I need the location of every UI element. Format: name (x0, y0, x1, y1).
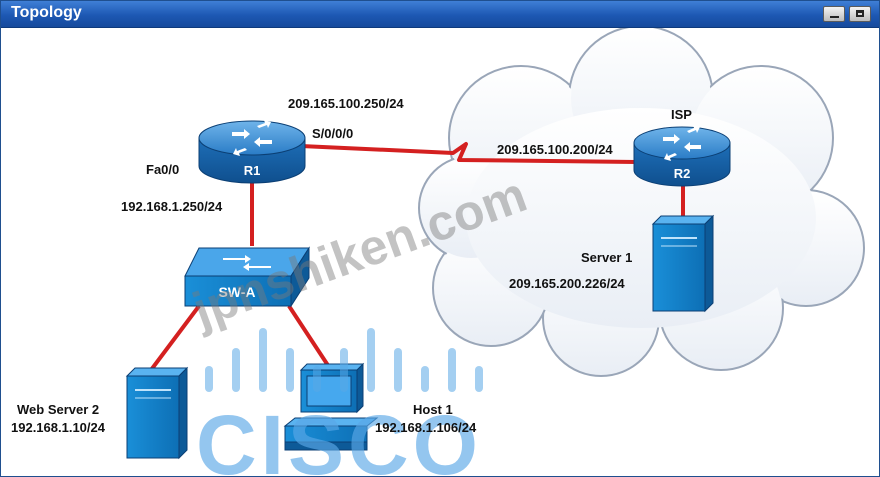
switch-icon (184, 246, 310, 308)
topology-canvas: R1 R2 (1, 28, 879, 476)
minimize-icon (830, 16, 839, 18)
minimize-button[interactable] (823, 6, 845, 22)
r1-serial-ip-label: 209.165.100.250/24 (288, 96, 404, 111)
r1-fa-if-label: Fa0/0 (146, 162, 179, 177)
link-swa-host1 (287, 304, 333, 372)
maximize-button[interactable] (849, 6, 871, 22)
r1-fa-ip-label: 192.168.1.250/24 (121, 199, 223, 214)
title-bar: Topology (1, 1, 879, 28)
link-swa-webserver2 (149, 304, 201, 372)
swa-label: SW-A (218, 284, 255, 300)
links (149, 142, 685, 372)
switch-swa[interactable]: SW-A (184, 246, 310, 308)
window-title: Topology (11, 4, 82, 21)
cisco-bars-watermark (205, 328, 483, 392)
server-1[interactable] (651, 214, 715, 313)
isp-label: ISP (671, 107, 692, 122)
webserver2-name-label: Web Server 2 (17, 402, 99, 417)
server-icon (125, 366, 189, 460)
web-server-2[interactable] (125, 366, 189, 460)
topology-diagram: R1 R2 (11, 28, 865, 476)
r1-label: R1 (244, 163, 261, 178)
host1-name-label: Host 1 (413, 402, 453, 417)
server1-name-label: Server 1 (581, 250, 632, 265)
maximize-icon (856, 10, 864, 17)
r1-serial-if-label: S/0/0/0 (312, 126, 353, 141)
router-r2[interactable]: R2 (633, 125, 731, 187)
cisco-watermark: CISCO (196, 398, 482, 476)
router-icon (198, 120, 306, 184)
webserver2-ip-label: 192.168.1.10/24 (11, 420, 106, 435)
link-r1-r2-serial (300, 142, 642, 164)
host1-ip-label: 192.168.1.106/24 (375, 420, 477, 435)
r2-serial-ip-label: 209.165.100.200/24 (497, 142, 613, 157)
router-icon (633, 125, 731, 187)
router-r1[interactable]: R1 (198, 120, 306, 184)
r2-label: R2 (674, 166, 691, 181)
server-icon (651, 214, 715, 313)
server1-ip-label: 209.165.200.226/24 (509, 276, 625, 291)
